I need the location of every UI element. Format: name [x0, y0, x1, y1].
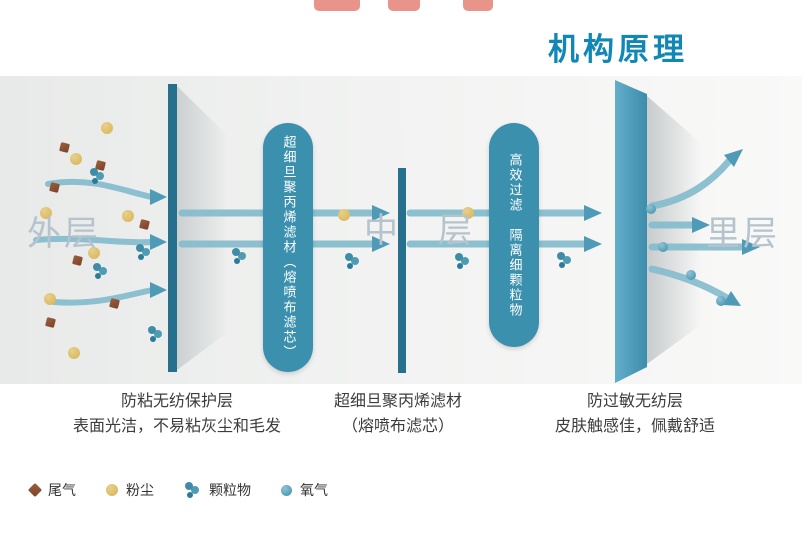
middle-layer-bar — [398, 168, 406, 373]
dust-icon — [106, 484, 118, 496]
inner-layer-caption: 防过敏无纺层 皮肤触感佳，佩戴舒适 — [515, 388, 755, 438]
oxygen-icon — [281, 484, 292, 496]
flow-arrowhead — [150, 234, 167, 250]
flow-arrow — [45, 178, 155, 200]
exhaust-icon — [27, 482, 43, 498]
flow-arrowhead — [150, 189, 167, 205]
particulate-icon — [184, 481, 201, 499]
flow-arrowhead — [584, 205, 602, 221]
flow-arrowhead — [584, 236, 602, 252]
flow-arrow — [51, 287, 155, 306]
outer-layer-sheet — [177, 86, 228, 370]
outer-layer-label: 外层 — [27, 214, 101, 254]
caption-title: 防粘无纺保护层 — [120, 391, 233, 410]
flow-arrowhead — [150, 282, 167, 298]
inner-layer-label: 里层 — [706, 214, 780, 254]
cropped-banner-fragment — [314, 0, 360, 11]
legend-label: 颗粒物 — [209, 483, 251, 499]
flow-arrowhead — [742, 239, 760, 255]
flow-arrow — [648, 157, 733, 210]
outer-layer-caption: 防粘无纺保护层 表面光洁，不易粘灰尘和毛发 — [52, 388, 302, 438]
flow-arrowhead — [724, 149, 743, 167]
inner-layer-sheet — [647, 96, 702, 364]
filter-pill-text: 超细旦聚丙烯滤材（熔喷布滤芯） — [280, 135, 296, 360]
flow-arrow — [648, 265, 731, 302]
flow-arrowhead — [372, 236, 390, 252]
cropped-banner-fragment — [388, 0, 420, 11]
middle-layer-label: 中 层 — [364, 211, 475, 251]
inner-layer-panel — [615, 80, 647, 383]
legend-item-oxygen: 氧气 — [281, 480, 328, 500]
caption-title: 防过敏无纺层 — [586, 391, 683, 410]
caption-desc: （熔喷布滤芯） — [341, 416, 454, 435]
legend-item-dust: 粉尘 — [106, 480, 154, 500]
flow-arrow — [33, 235, 155, 246]
airflow-arrowheads — [150, 149, 760, 306]
flow-arrowhead — [723, 291, 741, 306]
filter-pill-text: 高效过滤 隔离细颗粒物 — [506, 152, 522, 318]
page-title: 机构原理 — [548, 32, 688, 68]
legend-item-exhaust: 尾气 — [27, 480, 76, 500]
middle-layer-caption: 超细旦聚丙烯滤材 （熔喷布滤芯） — [313, 388, 483, 438]
filter-pill-meltblown: 超细旦聚丙烯滤材（熔喷布滤芯） — [263, 123, 313, 372]
flow-arrowhead — [692, 217, 710, 233]
outer-layer-bar — [168, 84, 177, 372]
caption-title: 超细旦聚丙烯滤材 — [333, 391, 462, 410]
legend-label: 粉尘 — [126, 483, 154, 499]
legend-label: 尾气 — [48, 483, 76, 499]
legend-label: 氧气 — [300, 483, 328, 499]
caption-desc: 表面光洁，不易粘灰尘和毛发 — [72, 416, 281, 435]
filter-pill-hepa: 高效过滤 隔离细颗粒物 — [489, 123, 539, 347]
legend-item-particulate: 颗粒物 — [184, 480, 251, 500]
cropped-banner-fragment — [463, 0, 493, 11]
caption-desc: 皮肤触感佳，佩戴舒适 — [554, 416, 715, 435]
flow-arrowhead — [372, 205, 390, 221]
legend: 尾气 粉尘 颗粒物 氧气 — [27, 480, 328, 500]
